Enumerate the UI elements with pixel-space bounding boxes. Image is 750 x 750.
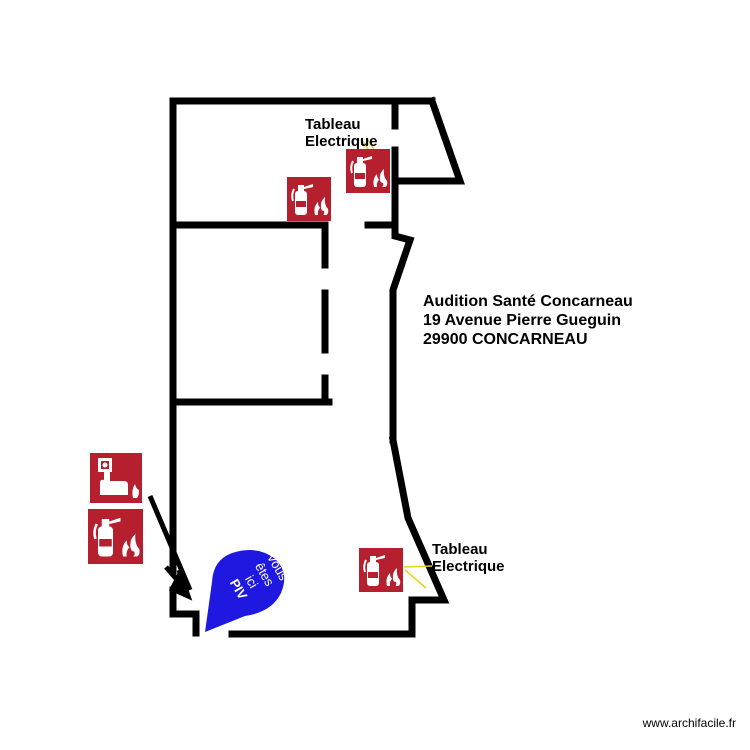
wall-top-right-room	[394, 96, 465, 185]
panel-label-top-line1: Tableau	[305, 116, 361, 133]
panel-label-top: Tableau Electrique	[305, 116, 378, 150]
address-line3: 29900 CONCARNEAU	[423, 331, 588, 348]
fire-alarm-call-point-sign	[90, 453, 142, 503]
panel-label-bottom: Tableau Electrique	[432, 541, 505, 575]
address-line2: 19 Avenue Pierre Gueguin	[423, 312, 621, 329]
panel-label-bottom-line2: Electrique	[432, 558, 505, 575]
fire-extinguisher-sign	[345, 148, 391, 194]
fire-extinguisher-sign	[86, 507, 145, 566]
panel-label-top-line2: Electrique	[305, 133, 378, 150]
address-block: Audition Santé Concarneau 19 Avenue Pier…	[423, 292, 633, 349]
credit-text[interactable]: www.archifacile.fr	[642, 716, 736, 730]
fire-extinguisher-sign	[286, 176, 332, 222]
you-are-here-marker: Vous êtes ici PIV	[205, 549, 292, 632]
wall-right-jog	[364, 221, 415, 444]
wall-entry-left	[169, 586, 200, 637]
panel-label-bottom-line1: Tableau	[432, 541, 488, 558]
address-line1: Audition Santé Concarneau	[423, 293, 633, 310]
wall-right-lower	[388, 435, 450, 637]
walls	[169, 96, 465, 638]
fire-extinguisher-sign	[358, 547, 404, 593]
entry-arrows	[147, 495, 193, 601]
